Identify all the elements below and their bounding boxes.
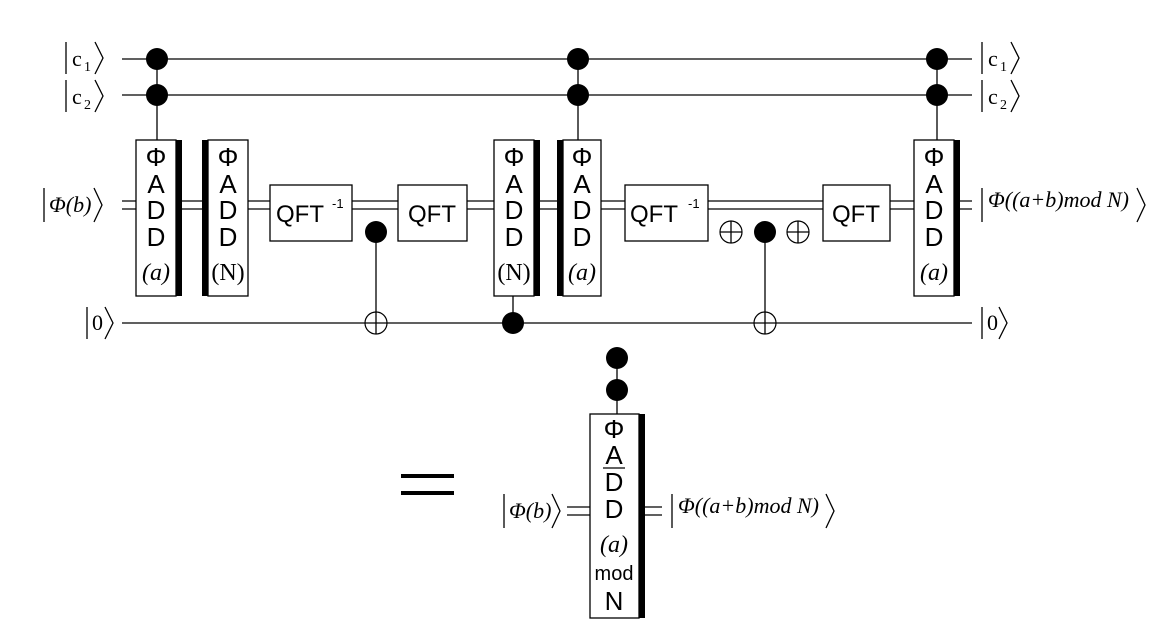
svg-text:Φ(b): Φ(b) xyxy=(509,498,551,523)
svg-text:D: D xyxy=(505,195,524,225)
qft-gate-1: QFT xyxy=(397,184,468,242)
svg-text:D: D xyxy=(573,222,592,252)
control-dot-msb-2 xyxy=(754,221,776,243)
svg-text:Φ: Φ xyxy=(604,414,625,444)
svg-text:2: 2 xyxy=(1000,98,1007,113)
svg-text:Φ((a+b)mod N): Φ((a+b)mod N) xyxy=(988,187,1129,212)
svg-text:c: c xyxy=(988,84,998,109)
svg-text:A: A xyxy=(573,169,591,199)
svg-text:QFT: QFT xyxy=(630,201,678,228)
svg-text:0: 0 xyxy=(92,310,103,335)
svg-text:D: D xyxy=(219,222,238,252)
control-dots xyxy=(146,48,948,334)
svg-text:N: N xyxy=(605,586,624,616)
svg-text:D: D xyxy=(219,195,238,225)
svg-text:Φ: Φ xyxy=(924,142,945,172)
input-ket-c2: c 2 xyxy=(65,79,104,113)
summary-input-ket: Φ(b) xyxy=(503,493,590,529)
svg-text:mod: mod xyxy=(595,563,634,585)
equals-sign xyxy=(401,474,454,495)
not-gate-right xyxy=(786,220,810,244)
svg-text:A: A xyxy=(147,169,165,199)
inverse-qft-gate-1: QFT -1 xyxy=(269,184,353,242)
svg-text:D: D xyxy=(925,195,944,225)
phi-add-a-gate-1: Φ A D D (a) xyxy=(135,139,182,297)
svg-text:1: 1 xyxy=(84,60,91,75)
svg-text:c: c xyxy=(988,46,998,71)
svg-text:D: D xyxy=(573,195,592,225)
qft-gate-2: QFT xyxy=(822,184,891,242)
output-ket-c2: c 2 xyxy=(981,79,1020,113)
svg-text:Φ((a+b)mod N): Φ((a+b)mod N) xyxy=(678,493,819,518)
svg-text:QFT: QFT xyxy=(832,201,880,228)
inverse-qft-gate-2: QFT -1 xyxy=(624,184,709,242)
register-b-wire xyxy=(122,200,972,210)
svg-text:1: 1 xyxy=(1000,60,1007,75)
output-ket-phi-result: Φ((a+b)mod N) xyxy=(981,187,1146,223)
svg-text:D: D xyxy=(147,222,166,252)
svg-text:c: c xyxy=(72,84,82,109)
control-dot-c1-gate9 xyxy=(926,48,948,70)
svg-text:(a): (a) xyxy=(600,532,628,558)
control-dot-ancilla xyxy=(502,312,524,334)
svg-text:(a): (a) xyxy=(920,260,948,286)
phi-add-n-inverse-gate-1: Φ A D D (N) xyxy=(202,139,249,297)
svg-text:Φ(b): Φ(b) xyxy=(49,192,91,217)
svg-text:0: 0 xyxy=(987,310,998,335)
svg-text:Φ: Φ xyxy=(218,142,239,172)
cnot-target-1 xyxy=(364,311,388,335)
svg-text:D: D xyxy=(505,222,524,252)
control-dot-c1-gate1 xyxy=(146,48,168,70)
summary-gate: Φ(b) Φ((a+b)mod N) Φ A D D (a) mod N xyxy=(503,347,835,619)
svg-text:QFT: QFT xyxy=(276,201,324,228)
input-ket-zero: 0 xyxy=(86,306,114,340)
control-dot-c1-gate6 xyxy=(567,48,589,70)
svg-text:QFT: QFT xyxy=(408,201,456,228)
control-dot-msb-1 xyxy=(365,221,387,243)
svg-text:D: D xyxy=(605,467,624,497)
svg-text:A: A xyxy=(505,169,523,199)
svg-text:D: D xyxy=(925,222,944,252)
phi-add-n-gate: Φ A D D (N) xyxy=(493,139,540,297)
input-ket-phi-b: Φ(b) xyxy=(43,187,103,223)
control-dot-c2-gate9 xyxy=(926,84,948,106)
summary-control-dot-1 xyxy=(606,347,628,369)
svg-text:(N): (N) xyxy=(211,260,244,286)
svg-text:-1: -1 xyxy=(332,196,344,211)
phi-add-a-inverse-gate: Φ A D D (a) xyxy=(557,139,602,297)
control-dot-c2-gate1 xyxy=(146,84,168,106)
svg-text:(a): (a) xyxy=(142,260,170,286)
summary-control-dot-2 xyxy=(606,379,628,401)
summary-output-ket: Φ((a+b)mod N) xyxy=(645,493,835,529)
output-ket-zero: 0 xyxy=(981,306,1008,340)
svg-text:2: 2 xyxy=(84,98,91,113)
svg-text:Φ: Φ xyxy=(572,142,593,172)
wires xyxy=(122,58,972,324)
svg-text:(N): (N) xyxy=(497,260,530,286)
cnot-target-2 xyxy=(753,311,777,335)
svg-text:A: A xyxy=(219,169,237,199)
svg-text:Φ: Φ xyxy=(504,142,525,172)
output-ket-c1: c 1 xyxy=(981,41,1020,75)
svg-text:D: D xyxy=(605,494,624,524)
phi-add-a-gate-2: Φ A D D (a) xyxy=(913,139,960,297)
svg-text:-1: -1 xyxy=(688,196,700,211)
input-ket-c1: c 1 xyxy=(65,41,104,75)
svg-text:Φ: Φ xyxy=(146,142,167,172)
not-gate-left xyxy=(719,220,743,244)
svg-text:D: D xyxy=(147,195,166,225)
svg-text:A: A xyxy=(605,440,623,470)
svg-text:c: c xyxy=(72,46,82,71)
svg-text:(a): (a) xyxy=(568,260,596,286)
control-dot-c2-gate6 xyxy=(567,84,589,106)
svg-text:A: A xyxy=(925,169,943,199)
